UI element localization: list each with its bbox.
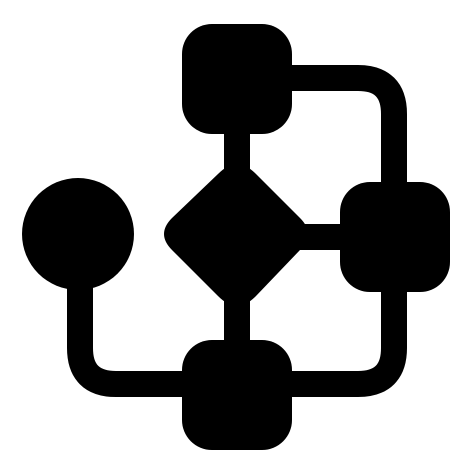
top-node	[182, 24, 292, 134]
right-node	[340, 182, 450, 292]
center-diamond	[164, 164, 308, 306]
nodes	[22, 24, 450, 450]
connector-right-bottom	[247, 257, 407, 397]
left-node	[22, 178, 134, 290]
connector-top-right	[257, 65, 407, 213]
bottom-node	[182, 340, 292, 450]
connector-left-bottom	[67, 237, 223, 397]
